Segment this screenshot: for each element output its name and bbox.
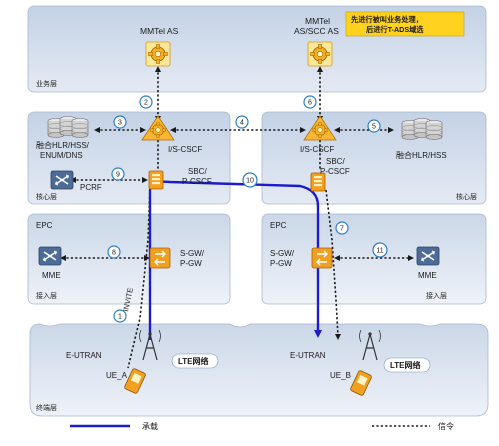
antenna-icon <box>139 329 161 361</box>
mmtel-as-label: MMTel AS <box>140 26 179 36</box>
hlr-hss-right-node <box>401 118 443 140</box>
step-label: 1 <box>118 314 122 321</box>
database-icon <box>425 120 443 140</box>
ue-b-label: UE_B <box>330 371 351 380</box>
step-circle <box>235 115 249 129</box>
step-circle <box>367 119 381 133</box>
step-label: 5 <box>372 124 376 131</box>
lte-right-badge <box>383 357 431 373</box>
sgw-right-label-line1: S-GW/ <box>270 249 295 258</box>
sbc-icon <box>148 170 164 190</box>
bearer-arrowhead <box>314 330 322 338</box>
step-label: 2 <box>144 100 148 107</box>
lte-left-badge <box>171 353 219 369</box>
step-label: 11 <box>376 248 383 255</box>
access-layer-right-panel <box>261 213 487 305</box>
sbc-right-label-line1: SBC/ <box>326 157 345 166</box>
layer-label-core-right: 核心层 <box>456 192 477 201</box>
sbc-left-label-line1: SBC/ <box>188 167 207 176</box>
layer-label-access-right: 接入层 <box>426 291 447 300</box>
step-circle <box>303 95 317 109</box>
step-label: 10 <box>246 178 254 185</box>
hlr-hss-right-label: 融合HLR/HSS <box>396 150 447 160</box>
antenna-icon <box>359 329 381 361</box>
phone-icon <box>350 370 372 396</box>
step-markers: 1 2 3 4 5 6 7 8 9 10 11 <box>107 95 388 323</box>
sgw-right-label-line2: P-GW <box>270 259 292 268</box>
epc-right-label: EPC <box>270 221 287 230</box>
lte-right-label: LTE网络 <box>390 360 421 370</box>
layer-label-access-left: 接入层 <box>36 291 57 300</box>
step-circle <box>139 95 153 109</box>
pcrf-label: PCRF <box>80 183 102 192</box>
step-circle <box>372 242 388 258</box>
step-label: 9 <box>116 172 120 179</box>
callout-line2: 后进行T-ADS域选 <box>366 25 424 34</box>
mmtel-scc-as-label-line2: AS/SCC AS <box>294 26 339 36</box>
router-icon <box>38 246 62 266</box>
mmtel-scc-as-label-line1: MMTel <box>305 16 330 26</box>
callout-box <box>345 11 465 37</box>
lte-left-label: LTE网络 <box>178 356 209 366</box>
router-icon <box>416 246 440 266</box>
iscscf-left-label: I/S-CSCF <box>168 145 202 154</box>
step-label: 6 <box>308 100 312 107</box>
access-layer-left-panel <box>27 213 231 305</box>
pcrf-icon <box>50 170 74 190</box>
step-circle <box>113 309 127 323</box>
layer-label-terminal: 终端层 <box>36 403 57 412</box>
mme-right-label: MME <box>418 271 437 280</box>
step-circle <box>111 167 125 181</box>
layer-label-core-left: 核心层 <box>36 192 57 201</box>
legend-bearer-label: 承载 <box>142 421 158 431</box>
sbc-right-label-line2: P-CSCF <box>320 167 350 176</box>
sgw-left-label-line2: P-GW <box>180 259 202 268</box>
signaling-lines <box>62 68 412 369</box>
hlr-hss-enum-label-line2: ENUM/DNS <box>40 151 83 160</box>
hlr-hss-enum-label-line1: 融合HLR/HSS/ <box>36 140 90 150</box>
database-icon <box>71 118 89 138</box>
step-label: 8 <box>112 250 116 257</box>
router-icon <box>149 247 171 269</box>
ue-a-label: UE_A <box>106 371 128 380</box>
legend-signaling-label: 信令 <box>438 421 454 431</box>
iscscf-right-label: I/S-CSCF <box>300 145 334 154</box>
mme-left-label: MME <box>42 271 61 280</box>
signaling-arrowheads <box>60 66 414 340</box>
sbc-left-label-line2: P-CSCF <box>182 177 212 186</box>
epc-left-label: EPC <box>36 221 53 230</box>
step-label: 3 <box>118 120 122 127</box>
hlr-hss-left-node <box>47 116 89 138</box>
step-label: 7 <box>340 226 344 233</box>
layer-label-service: 业务层 <box>36 79 57 88</box>
step-circle <box>113 115 127 129</box>
router-icon <box>311 247 333 269</box>
eutran-right-label: E-UTRAN <box>290 351 326 360</box>
step-circle <box>335 221 349 235</box>
step-label: 4 <box>240 120 244 127</box>
eutran-left-label: E-UTRAN <box>66 351 102 360</box>
step-circle <box>107 245 121 259</box>
phone-icon <box>124 368 146 394</box>
step-circle <box>242 172 258 188</box>
sgw-left-label-line1: S-GW/ <box>180 249 205 258</box>
callout-line1: 先进行被叫业务处理， <box>351 15 423 24</box>
